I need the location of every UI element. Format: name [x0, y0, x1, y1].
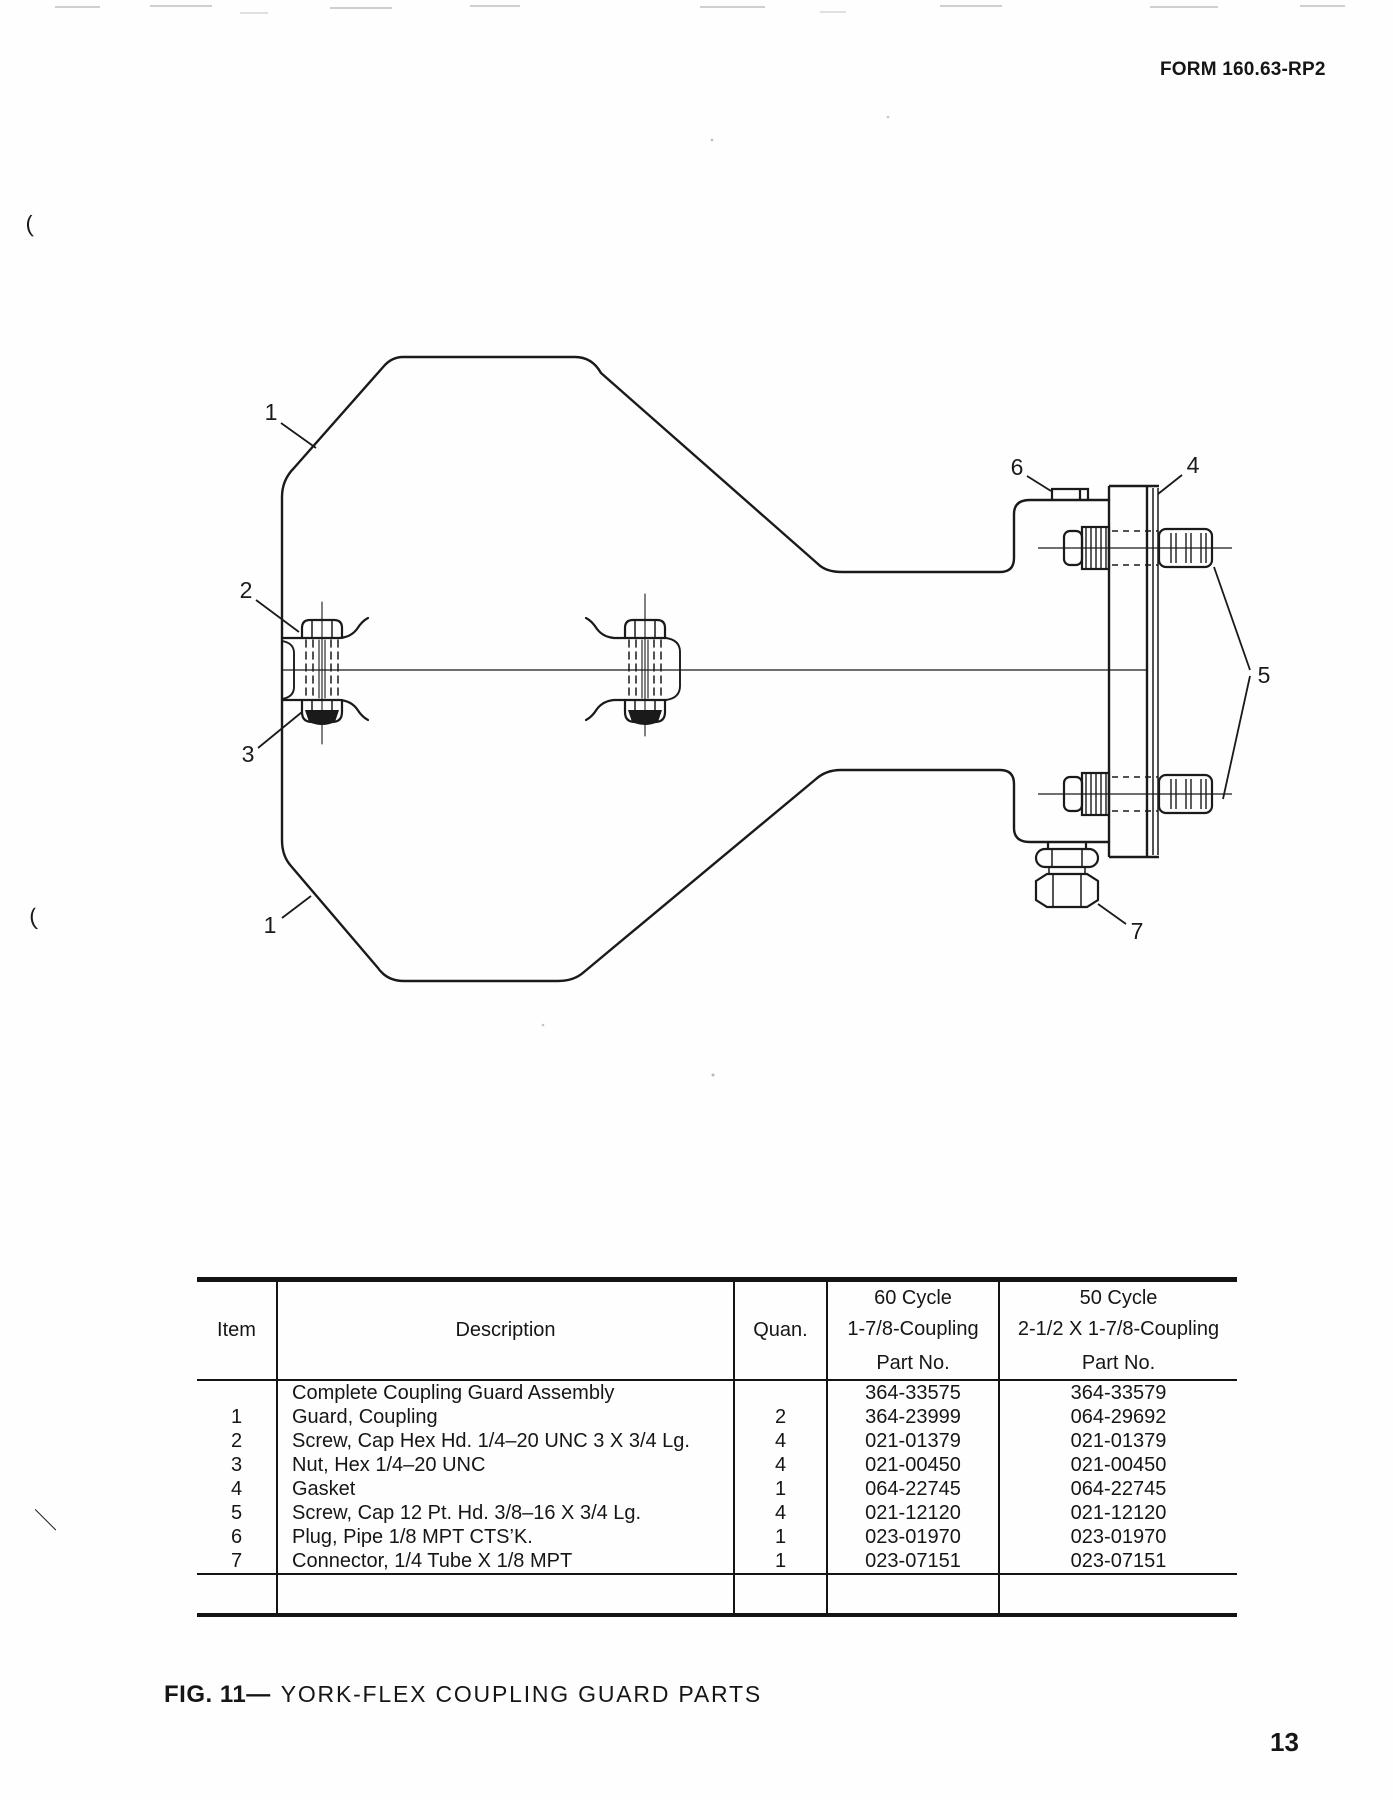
cell-description: Connector, 1/4 Tube X 1/8 MPT: [278, 1549, 735, 1573]
cell-quantity: 4: [735, 1429, 828, 1453]
bolt-assembly-middle: [584, 593, 681, 737]
callout-labels: 1 2 3 1 6 4 5 7: [240, 399, 1271, 944]
cell-quantity: 1: [735, 1477, 828, 1501]
cell-item: 6: [197, 1525, 278, 1549]
cell-item: 3: [197, 1453, 278, 1477]
cell-description: Plug, Pipe 1/8 MPT CTS’K.: [278, 1525, 735, 1549]
cell-part-50: 021-01379: [1070, 1429, 1167, 1452]
svg-text:＼: ＼: [34, 1507, 57, 1533]
callout-6: 6: [1011, 454, 1024, 480]
bolt-assembly-left: [280, 601, 370, 745]
cell-part-50: 064-22745: [1070, 1477, 1167, 1500]
cell-quantity: 2: [735, 1405, 828, 1429]
header-60-cycle: 60 Cycle 1-7/8-Coupling Part No.: [828, 1282, 1000, 1379]
cell-quantity: 4: [735, 1501, 828, 1525]
cell-part-60: 364-23999: [828, 1405, 1000, 1429]
callout-5: 5: [1258, 662, 1271, 688]
header-item: Item: [197, 1282, 278, 1379]
table-row: 4 Gasket 1 064-22745 064-22745: [197, 1477, 1237, 1501]
cell-item: 2: [197, 1429, 278, 1453]
cell-part-50: 064-29692: [1070, 1405, 1167, 1428]
cell-part-60: 064-22745: [828, 1477, 1000, 1501]
form-number: FORM 160.63-RP2: [1160, 59, 1326, 80]
table-row: Complete Coupling Guard Assembly 364-335…: [197, 1381, 1237, 1405]
cell-quantity: 4: [735, 1453, 828, 1477]
figure-title: YORK-FLEX COUPLING GUARD PARTS: [280, 1681, 762, 1707]
flange-screw-top: [1038, 525, 1232, 571]
table-row: 5 Screw, Cap 12 Pt. Hd. 3/8–16 X 3/4 Lg.…: [197, 1501, 1237, 1525]
cell-part-60: 364-33575: [828, 1381, 1000, 1405]
header-description: Description: [278, 1282, 735, 1379]
cell-description: Gasket: [278, 1477, 735, 1501]
svg-text:(: (: [28, 903, 39, 930]
figure-number: FIG. 11—: [164, 1681, 271, 1708]
cell-quantity: 1: [735, 1525, 828, 1549]
cell-part-60: 021-12120: [828, 1501, 1000, 1525]
cell-item: [197, 1381, 278, 1405]
cell-item: 4: [197, 1477, 278, 1501]
header-50-cycle: 50 Cycle 2-1/2 X 1-7/8-Coupling Part No.: [1000, 1282, 1237, 1379]
cell-description: Nut, Hex 1/4–20 UNC: [278, 1453, 735, 1477]
pipe-plug: [1050, 487, 1090, 500]
header-60-line2: 1-7/8-Coupling: [847, 1317, 979, 1340]
callout-1-bottom: 1: [264, 912, 277, 938]
table-body: Complete Coupling Guard Assembly 364-335…: [197, 1381, 1237, 1573]
cell-part-50: 364-33579: [1070, 1381, 1167, 1404]
cell-part-50: 023-07151: [1070, 1549, 1167, 1572]
callout-3: 3: [242, 741, 255, 767]
callout-1-top: 1: [265, 399, 278, 425]
cell-description: Guard, Coupling: [278, 1405, 735, 1429]
header-60-line1: 60 Cycle: [874, 1286, 952, 1309]
header-50-line1: 50 Cycle: [1079, 1286, 1158, 1309]
svg-text:(: (: [25, 210, 35, 236]
cell-item: 1: [197, 1405, 278, 1429]
cell-item: 5: [197, 1501, 278, 1525]
cell-description: Screw, Cap Hex Hd. 1/4–20 UNC 3 X 3/4 Lg…: [278, 1429, 735, 1453]
callout-2: 2: [240, 577, 253, 603]
table-row: 7 Connector, 1/4 Tube X 1/8 MPT 1 023-07…: [197, 1549, 1237, 1573]
flange-screw-bottom: [1038, 771, 1232, 817]
guard-outline: [280, 355, 1111, 983]
cell-part-60: 023-07151: [828, 1549, 1000, 1573]
tube-connector: [1034, 842, 1100, 909]
callout-leaders: [255, 422, 1251, 925]
page-number: 13: [1270, 1727, 1299, 1757]
header-60-line3: Part No.: [876, 1351, 950, 1374]
cell-part-50: 021-00450: [1070, 1453, 1167, 1476]
callout-4: 4: [1187, 452, 1200, 478]
cell-description: Screw, Cap 12 Pt. Hd. 3/8–16 X 3/4 Lg.: [278, 1501, 735, 1525]
table-header-row: Item Description Quan. 60 Cycle 1-7/8-Co…: [197, 1282, 1237, 1381]
table-row: 3 Nut, Hex 1/4–20 UNC 4 021-00450 021-00…: [197, 1453, 1237, 1477]
cell-quantity: 1: [735, 1549, 828, 1573]
table-row: 2 Screw, Cap Hex Hd. 1/4–20 UNC 3 X 3/4 …: [197, 1429, 1237, 1453]
cell-item: 7: [197, 1549, 278, 1573]
cell-description: Complete Coupling Guard Assembly: [278, 1381, 735, 1405]
header-50-line2: 2-1/2 X 1-7/8-Coupling: [1017, 1317, 1220, 1340]
header-quantity: Quan.: [735, 1282, 828, 1379]
parts-table: Item Description Quan. 60 Cycle 1-7/8-Co…: [197, 1277, 1237, 1617]
header-50-line3: Part No.: [1081, 1351, 1156, 1374]
table-footer-strip: [197, 1573, 1237, 1613]
cell-part-50: 021-12120: [1070, 1501, 1167, 1524]
callout-7: 7: [1131, 918, 1144, 944]
cell-part-60: 021-00450: [828, 1453, 1000, 1477]
table-row: 6 Plug, Pipe 1/8 MPT CTS’K. 1 023-01970 …: [197, 1525, 1237, 1549]
cell-quantity: [735, 1381, 828, 1405]
gasket-lines: [1152, 488, 1159, 855]
cell-part-60: 023-01970: [828, 1525, 1000, 1549]
cell-part-50: 023-01970: [1070, 1525, 1167, 1548]
flange-plate: [1107, 484, 1159, 859]
cell-part-60: 021-01379: [828, 1429, 1000, 1453]
table-row: 1 Guard, Coupling 2 364-23999 064-29692: [197, 1405, 1237, 1429]
figure-caption: FIG. 11— YORK-FLEX COUPLING GUARD PARTS: [164, 1681, 762, 1709]
